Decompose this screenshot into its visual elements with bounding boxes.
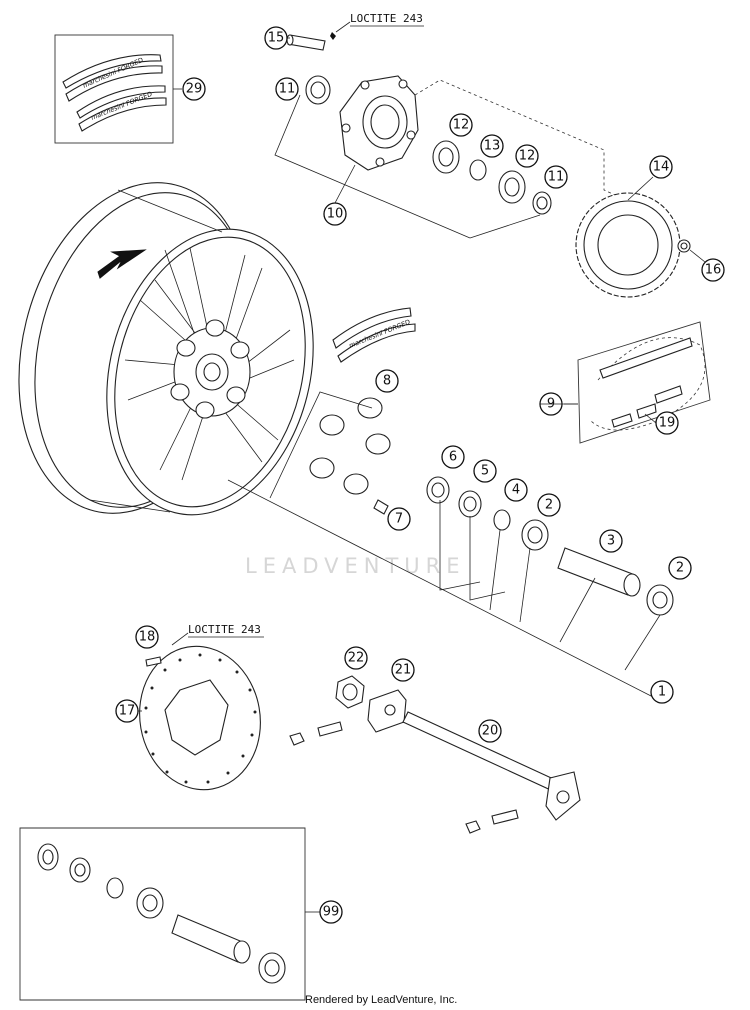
callout-12a[interactable]: 12 (449, 113, 473, 137)
callout-10[interactable]: 10 (323, 202, 347, 226)
watermark: LEADVENTURE (245, 554, 466, 578)
callout-18[interactable]: 18 (135, 625, 159, 649)
bearing-5 (458, 490, 482, 518)
axle-nut-22 (335, 675, 365, 709)
callout-99[interactable]: 99 (319, 900, 343, 924)
spacer-sleeve-11b (532, 191, 552, 215)
circlip-13 (469, 159, 487, 181)
callout-12b-label: 12 (519, 149, 536, 164)
callout-11b-label: 11 (548, 170, 565, 185)
wheel-leader-lines (227, 391, 656, 699)
valve-7 (373, 499, 389, 515)
callout-11a[interactable]: 11 (275, 77, 299, 101)
callout-5-label: 5 (481, 464, 489, 479)
callout-21[interactable]: 21 (391, 658, 415, 682)
callout-17[interactable]: 17 (115, 699, 139, 723)
callout-lead-lines (138, 37, 706, 913)
callout-29[interactable]: 29 (182, 77, 206, 101)
rotation-arrow-icon (97, 249, 147, 279)
callout-7-label: 7 (395, 512, 403, 527)
bearing-leader-lines (439, 500, 661, 671)
callout-22-label: 22 (348, 651, 365, 666)
wheel-hub (170, 319, 251, 419)
callout-2b[interactable]: 2 (668, 556, 692, 580)
callout-13[interactable]: 13 (480, 134, 504, 158)
decal-kit-group: marchesini FORGED marchesini FORGED (54, 34, 182, 144)
loctite-note-top: LOCTITE 243 (350, 12, 423, 25)
callout-11a-label: 11 (279, 82, 296, 97)
rear-wheel-rim (18, 182, 314, 516)
callout-2b-label: 2 (676, 561, 684, 576)
chain-group (564, 321, 711, 444)
callout-5[interactable]: 5 (473, 459, 497, 483)
spacer-sleeve-11a (305, 75, 331, 105)
footer-credit: Rendered by LeadVenture, Inc. (305, 994, 457, 1006)
callout-29-label: 29 (186, 82, 203, 97)
callout-11b[interactable]: 11 (544, 165, 568, 189)
callout-13-label: 13 (484, 139, 501, 154)
callout-14[interactable]: 14 (649, 155, 673, 179)
callout-21-label: 21 (395, 663, 412, 678)
loctite-note-bottom: LOCTITE 243 (188, 623, 261, 636)
callout-2a[interactable]: 2 (537, 493, 561, 517)
callout-8-label: 8 (383, 374, 391, 389)
callout-10-label: 10 (327, 207, 344, 222)
callout-12b[interactable]: 12 (515, 144, 539, 168)
callout-16[interactable]: 16 (701, 258, 725, 282)
callout-3[interactable]: 3 (599, 529, 623, 553)
bearing-2a (521, 519, 549, 551)
callout-15-label: 15 (268, 31, 285, 46)
callout-19[interactable]: 19 (655, 411, 679, 435)
chain-sprocket (575, 192, 681, 298)
callout-14-label: 14 (653, 160, 670, 175)
sprocket-carrier (339, 75, 419, 171)
callout-15[interactable]: 15 (264, 26, 288, 50)
chain-adjuster-21 (367, 689, 407, 733)
callout-16-label: 16 (705, 263, 722, 278)
callout-1[interactable]: 1 (650, 680, 674, 704)
callout-12a-label: 12 (453, 118, 470, 133)
callout-20-label: 20 (482, 724, 499, 739)
carrier-bearing-12a (432, 140, 460, 174)
wheel-decal: marchesini FORGED (332, 307, 416, 363)
callout-4[interactable]: 4 (504, 478, 528, 502)
callout-6-label: 6 (449, 450, 457, 465)
callout-2a-label: 2 (545, 498, 553, 513)
bearing-kit-group (19, 827, 306, 1001)
spacer-sleeve-3 (557, 547, 641, 597)
callout-1-label: 1 (658, 685, 666, 700)
callout-17-label: 17 (119, 704, 136, 719)
callout-8[interactable]: 8 (375, 369, 399, 393)
callout-6[interactable]: 6 (441, 445, 465, 469)
callout-3-label: 3 (607, 534, 615, 549)
callout-18-label: 18 (139, 630, 156, 645)
carrier-bolt-15 (286, 32, 336, 51)
damper-rubbers (309, 397, 391, 495)
shaft-seal-6 (426, 476, 450, 504)
brake-disc (139, 645, 261, 791)
adjuster-bolt-right (465, 809, 519, 834)
circlip-4 (493, 509, 511, 531)
callout-19-label: 19 (659, 416, 676, 431)
callout-20[interactable]: 20 (478, 719, 502, 743)
adjuster-bolt-left (289, 721, 343, 746)
disc-bolt-18 (145, 656, 162, 667)
carrier-bearing-12b (498, 170, 526, 204)
decal-strip-lower: marchesini FORGED (76, 85, 167, 132)
callout-99-label: 99 (323, 905, 340, 920)
callout-22[interactable]: 22 (344, 646, 368, 670)
bearing-2b (646, 584, 674, 616)
sprocket-nut-16 (677, 239, 691, 253)
callout-7[interactable]: 7 (387, 507, 411, 531)
callout-4-label: 4 (512, 483, 520, 498)
axle-20 (402, 711, 581, 821)
